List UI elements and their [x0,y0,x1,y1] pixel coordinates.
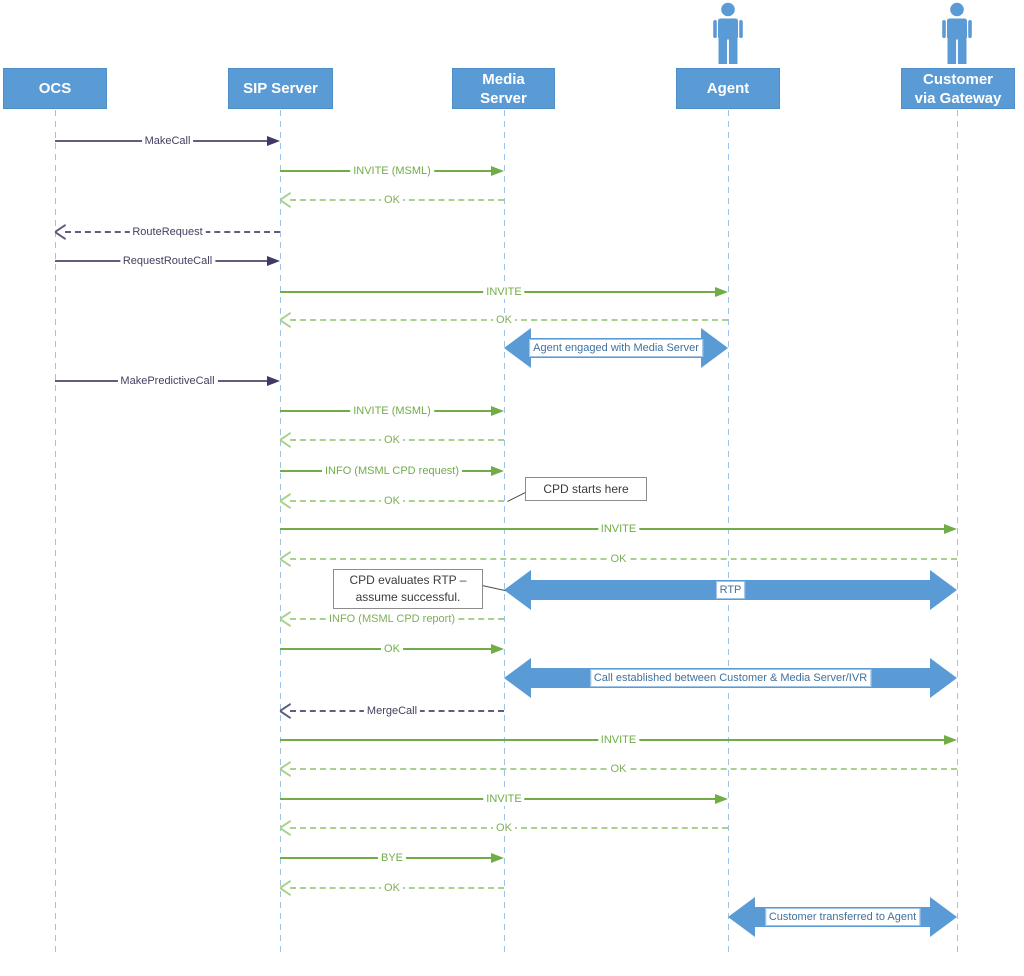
message-label-10: INFO (MSML CPD request) [321,464,463,478]
note-1: CPD evaluates RTP – assume successful. [333,569,483,609]
band-label-2: Call established between Customer & Medi… [589,669,872,687]
message-label-1: INVITE (MSML) [350,164,434,178]
actor-box-ocs: OCS [3,68,107,109]
message-label-7: MakePredictiveCall [117,374,218,388]
message-arrowhead-filled [267,256,280,266]
message-label-13: OK [607,552,630,566]
message-arrowhead-filled [491,644,504,654]
message-label-19: INVITE [483,792,525,806]
message-label-16: MergeCall [363,704,421,718]
actor-box-sip-server: SIP Server [228,68,333,109]
message-label-2: OK [381,193,403,207]
message-label-18: OK [607,762,630,776]
actor-box-customer: Customer via Gateway [901,68,1015,109]
band-label-3: Customer transferred to Agent [764,908,921,926]
message-arrowhead-filled [715,794,728,804]
message-label-20: OK [493,821,515,835]
message-label-15: OK [381,642,403,656]
note-0: CPD starts here [525,477,647,501]
message-label-14: INFO (MSML CPD report) [325,612,459,626]
actor-box-agent: Agent [676,68,780,109]
message-label-21: BYE [377,851,407,865]
message-arrowhead-filled [267,376,280,386]
lifeline-media-server [503,110,505,955]
message-label-11: OK [381,494,403,508]
message-label-6: OK [493,313,515,327]
band-arrow-right-tip [930,570,957,610]
message-arrowhead-filled [491,166,504,176]
band-label-0: Agent engaged with Media Server [529,339,703,357]
message-label-12: INVITE [597,522,640,536]
message-arrowhead-filled [491,466,504,476]
message-label-9: OK [381,433,403,447]
lifeline-sip-server [279,110,281,955]
lifeline-ocs [54,110,56,955]
band-arrow-left-tip [504,328,531,368]
message-label-0: MakeCall [141,134,194,148]
band-arrow-left-tip [728,897,755,937]
message-arrowhead-filled [944,735,957,745]
message-label-17: INVITE [597,733,640,747]
message-arrowhead-filled [491,853,504,863]
message-label-8: INVITE (MSML) [350,404,434,418]
person-icon [935,2,979,70]
band-arrow-right-tip [930,658,957,698]
band-label-1: RTP [715,581,746,599]
actor-box-media-server: Media Server [452,68,555,109]
band-arrow-right-tip [701,328,728,368]
message-arrowhead-filled [267,136,280,146]
message-arrowhead-filled [944,524,957,534]
message-arrowhead-filled [491,406,504,416]
band-arrow-left-tip [504,658,531,698]
lifeline-customer [956,110,958,955]
message-arrowhead-filled [715,287,728,297]
note-connector-1 [481,585,506,592]
message-label-3: RouteRequest [129,225,206,239]
message-label-4: RequestRouteCall [119,254,216,268]
message-label-5: INVITE [483,285,525,299]
band-arrow-left-tip [504,570,531,610]
message-label-22: OK [381,881,403,895]
lifeline-agent [727,110,729,955]
person-icon [706,2,750,70]
band-arrow-right-tip [930,897,957,937]
